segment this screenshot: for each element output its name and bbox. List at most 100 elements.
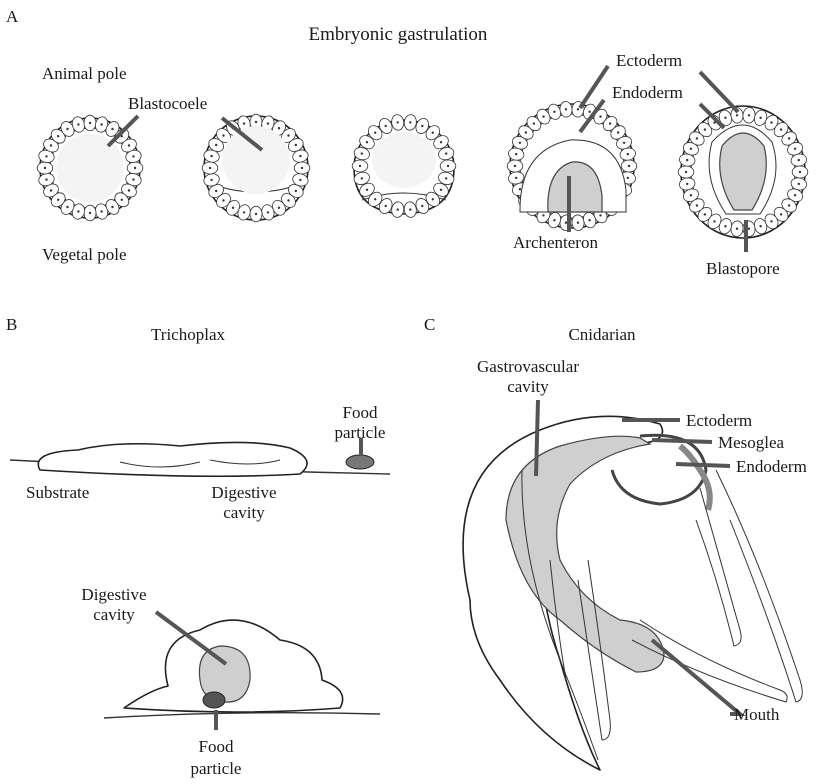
cell-nucleus [366, 189, 368, 191]
vegetal-pole-label: Vegetal pole [42, 245, 127, 264]
cell-nucleus [445, 177, 447, 179]
trichoplax-side [38, 442, 307, 476]
cell-nucleus [50, 189, 52, 191]
cell-nucleus [374, 198, 376, 200]
cell-nucleus [45, 178, 47, 180]
cell-nucleus [267, 211, 269, 213]
mouth-leader [652, 640, 740, 714]
cell-nucleus [577, 108, 579, 110]
cell-nucleus [759, 117, 761, 119]
cell-nucleus [243, 122, 245, 124]
cell-nucleus [627, 177, 629, 179]
food-label-2: particle [335, 423, 386, 442]
cell-nucleus [267, 122, 269, 124]
cell-nucleus [515, 153, 517, 155]
cell-nucleus [599, 115, 601, 117]
cell-nucleus [66, 206, 68, 208]
cell-nucleus [599, 214, 601, 216]
cell-nucleus [278, 127, 280, 129]
panel-b: B Trichoplax Food particle Substrate Dig… [6, 315, 390, 778]
cell-nucleus [577, 222, 579, 224]
cell-nucleus [794, 194, 796, 196]
substrate-label: Substrate [26, 483, 89, 502]
cell-nucleus [770, 121, 772, 123]
cell-nucleus [255, 213, 257, 215]
cell-nucleus [736, 114, 738, 116]
panel-b-title: Trichoplax [151, 325, 225, 344]
cell-nucleus [89, 122, 91, 124]
cell-nucleus [440, 189, 442, 191]
cell-nucleus [50, 144, 52, 146]
cell-nucleus [100, 123, 102, 125]
cell-nucleus [89, 212, 91, 214]
cell-nucleus [385, 205, 387, 207]
cell-nucleus [299, 179, 301, 181]
cell-nucleus [278, 207, 280, 209]
cell-nucleus [798, 159, 800, 161]
cell-nucleus [397, 208, 399, 210]
cell-nucleus [724, 225, 726, 227]
cell-nucleus [295, 190, 297, 192]
cell-nucleus [736, 228, 738, 230]
cell-nucleus [209, 167, 211, 169]
blastula-stage-1 [37, 115, 143, 221]
gastrula-stage-4 [507, 101, 637, 231]
panel-a: A Embryonic gastrulation Animal pole Veg… [6, 7, 808, 278]
food-bottom-1: Food [199, 737, 234, 756]
panel-c-title: Cnidarian [568, 325, 636, 344]
cell-nucleus [514, 165, 516, 167]
cell-nucleus [232, 207, 234, 209]
cell-nucleus [704, 213, 706, 215]
cell-nucleus [222, 199, 224, 201]
cell-nucleus [542, 214, 544, 216]
cell-nucleus [215, 144, 217, 146]
cell-nucleus [111, 128, 113, 130]
digestive-cavity-top-1: Digestive [81, 585, 146, 604]
gastrovascular-label-2: cavity [507, 377, 549, 396]
cell-nucleus [295, 144, 297, 146]
cell-nucleus [690, 148, 692, 150]
cell-nucleus [588, 111, 590, 113]
cell-nucleus [685, 171, 687, 173]
blastula-stage-3 [352, 114, 456, 218]
cell-nucleus [432, 198, 434, 200]
blastula-stage-2 [202, 114, 310, 222]
ectoderm-leader-a2 [700, 72, 738, 112]
cell-nucleus [794, 148, 796, 150]
gastrovascular-leader [536, 400, 538, 476]
cell-nucleus [553, 111, 555, 113]
cell-nucleus [525, 131, 527, 133]
food-label-1: Food [343, 403, 378, 422]
cell-nucleus [111, 206, 113, 208]
endoderm-leader-c [676, 464, 730, 466]
cell-nucleus [553, 219, 555, 221]
cell-nucleus [421, 205, 423, 207]
cell-nucleus [447, 165, 449, 167]
archenteron-label: Archenteron [513, 233, 598, 252]
cell-nucleus [770, 220, 772, 222]
cell-nucleus [432, 132, 434, 134]
cell-nucleus [255, 121, 257, 123]
cell-nucleus [45, 155, 47, 157]
cell-nucleus [299, 155, 301, 157]
cell-nucleus [628, 165, 630, 167]
panel-c: C Cnidarian Gastrovascular cavity Ectode… [424, 315, 807, 770]
cell-nucleus [565, 108, 567, 110]
cell-nucleus [788, 137, 790, 139]
cell-nucleus [686, 159, 688, 161]
cell-nucleus [57, 199, 59, 201]
cell-nucleus [374, 132, 376, 134]
cell-nucleus [301, 167, 303, 169]
cell-nucleus [799, 171, 801, 173]
cell-nucleus [542, 115, 544, 117]
cell-nucleus [690, 194, 692, 196]
cell-nucleus [686, 183, 688, 185]
cell-nucleus [623, 142, 625, 144]
cell-nucleus [359, 165, 361, 167]
cell-nucleus [421, 125, 423, 127]
cell-nucleus [780, 128, 782, 130]
cell-nucleus [780, 213, 782, 215]
animal-pole-label: Animal pole [42, 64, 127, 83]
digestive-cavity-label-1: Digestive [211, 483, 276, 502]
cell-nucleus [788, 204, 790, 206]
